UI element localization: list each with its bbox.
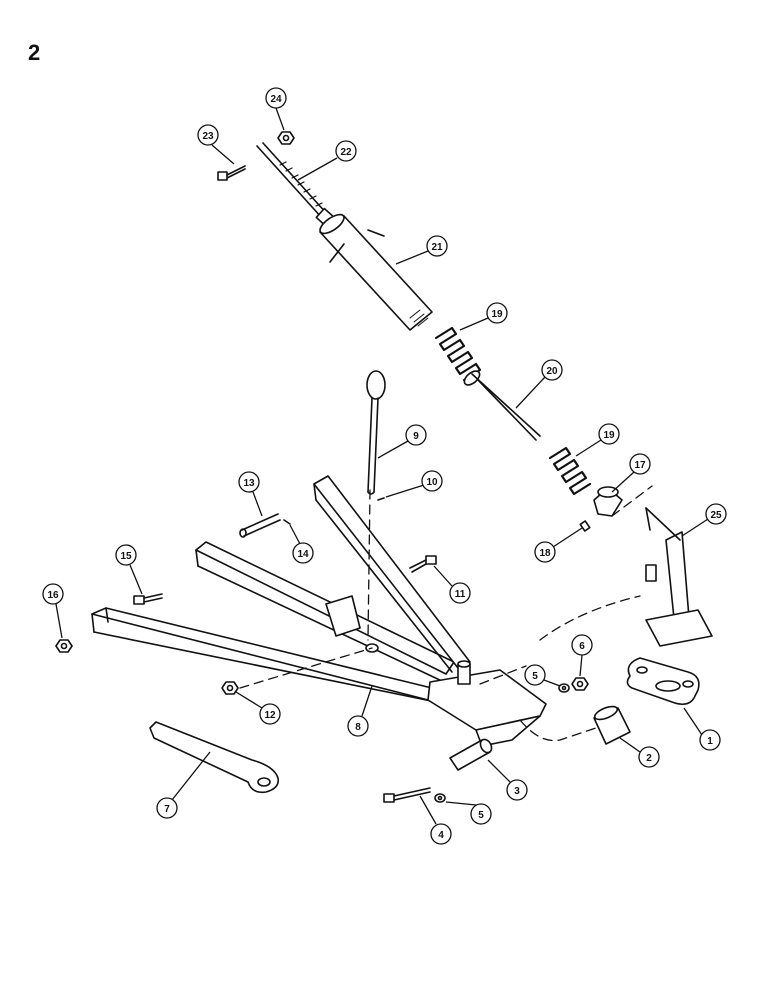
- part-bolt-15: [133, 593, 163, 605]
- callout-23: 23: [197, 124, 235, 165]
- callout-7: 7: [156, 751, 211, 819]
- part-bolt-11: [409, 555, 437, 573]
- callout-25: 25: [681, 503, 727, 537]
- callout-20: 20: [515, 359, 563, 409]
- part-wrench-7: [149, 721, 280, 794]
- callout-label: 17: [634, 460, 646, 471]
- callout-8: 8: [347, 685, 373, 737]
- callout-22: 22: [297, 140, 357, 181]
- callout-label: 22: [340, 147, 352, 158]
- callout-17: 17: [611, 453, 651, 493]
- callout-label: 14: [297, 549, 309, 560]
- part-sleeve-3: [449, 738, 493, 771]
- part-spring-19-lower: [548, 446, 592, 496]
- part-jack-25: [645, 507, 713, 647]
- callout-24: 24: [265, 87, 287, 131]
- callout-label: 16: [47, 590, 59, 601]
- callout-label: 5: [478, 810, 484, 821]
- callout-label: 5: [532, 671, 538, 682]
- callout-16: 16: [42, 583, 64, 639]
- part-clip-10: [377, 497, 385, 501]
- part-bolt-23: [217, 165, 246, 181]
- part-nut-24: [277, 131, 295, 145]
- callout-label: 23: [202, 131, 214, 142]
- part-nut-12: [221, 681, 239, 695]
- callout-label: 3: [514, 786, 520, 797]
- part-washer-5-lower: [434, 793, 446, 803]
- callout-label: 19: [491, 309, 503, 320]
- callout-18: 18: [534, 527, 583, 563]
- callout-label: 15: [120, 551, 132, 562]
- callout-label: 4: [438, 830, 444, 841]
- page-number: 2: [28, 40, 41, 65]
- callout-label: 11: [455, 589, 466, 600]
- callout-10: 10: [385, 470, 443, 498]
- part-collar-17: [593, 486, 623, 517]
- callout-19-upper: 19: [459, 302, 508, 331]
- part-pin-20: [463, 370, 541, 441]
- callout-label: 10: [426, 477, 438, 488]
- assembly-leader-lines: [239, 485, 653, 742]
- part-nut-6: [571, 677, 589, 691]
- callout-label: 25: [710, 510, 722, 521]
- callout-3: 3: [487, 759, 528, 801]
- callout-label: 21: [431, 242, 443, 253]
- part-pin-13: [239, 513, 281, 538]
- callout-6: 6: [571, 634, 593, 677]
- callout-21: 21: [395, 235, 448, 265]
- callout-14: 14: [289, 524, 314, 564]
- part-bolt-4: [383, 787, 431, 803]
- callout-15: 15: [115, 544, 143, 595]
- part-tube-21: [319, 213, 433, 331]
- part-nut-16: [55, 639, 73, 653]
- callout-label: 24: [270, 94, 282, 105]
- callout-label: 20: [546, 366, 558, 377]
- callout-label: 1: [707, 736, 713, 747]
- callout-5-lower: 5: [445, 801, 492, 825]
- callout-label: 9: [413, 431, 419, 442]
- callout-label: 6: [579, 641, 585, 652]
- callout-4: 4: [419, 795, 452, 845]
- callout-12: 12: [235, 691, 281, 725]
- part-threaded-rod-22: [256, 142, 339, 231]
- part-washer-5-upper: [558, 683, 570, 693]
- callout-5-upper: 5: [524, 664, 561, 687]
- callout-label: 2: [646, 753, 652, 764]
- callout-1: 1: [683, 707, 721, 751]
- callout-2: 2: [619, 737, 660, 768]
- callout-13: 13: [238, 471, 263, 517]
- callout-label: 12: [264, 710, 276, 721]
- callout-label: 18: [539, 548, 551, 559]
- callout-9: 9: [377, 424, 427, 459]
- part-clevis-1: [626, 657, 700, 706]
- callout-11: 11: [433, 565, 471, 604]
- part-spring-19-upper: [434, 326, 482, 382]
- callout-label: 13: [243, 478, 255, 489]
- part-setscrew-18: [579, 520, 591, 532]
- callout-19-lower: 19: [575, 423, 620, 457]
- part-hitch-pin-9: [366, 370, 386, 495]
- part-drawbar-frame-8: [91, 475, 547, 747]
- callout-label: 8: [355, 722, 361, 733]
- part-bushing-2: [593, 705, 631, 745]
- part-cotter-14: [283, 519, 291, 525]
- callout-label: 7: [164, 804, 170, 815]
- callout-label: 19: [603, 430, 615, 441]
